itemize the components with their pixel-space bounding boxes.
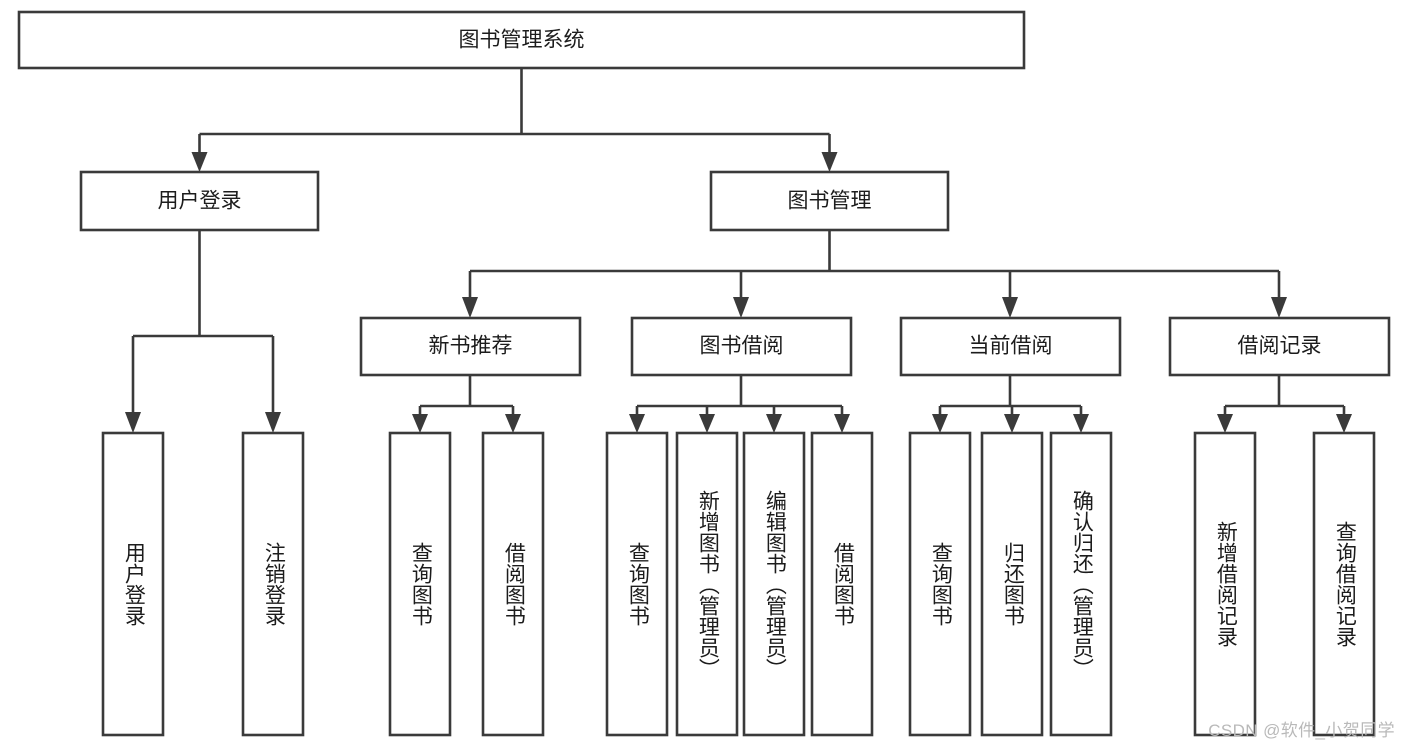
arrow-head-icon: [1336, 414, 1352, 433]
arrow-head-icon: [834, 414, 850, 433]
connector-group-book-borrow: [629, 375, 850, 433]
connector-group-book-manage: [462, 230, 1287, 318]
connector-group-current-borrow: [932, 375, 1089, 433]
node-box-current-borrow[interactable]: [899, 316, 1122, 377]
arrow-head-icon: [766, 414, 782, 433]
arrow-head-icon: [629, 414, 645, 433]
node-new-book-rec[interactable]: 新书推荐: [359, 316, 582, 377]
arrow-head-icon: [1002, 297, 1018, 318]
arrow-head-icon: [412, 414, 428, 433]
node-current-borrow[interactable]: 当前借阅: [899, 316, 1122, 377]
arrow-head-icon: [462, 297, 478, 318]
node-box-leaf[interactable]: [388, 431, 452, 737]
node-user-login[interactable]: 用户登录: [79, 170, 320, 232]
node-box-leaf[interactable]: [810, 431, 874, 737]
node-box-borrow-record[interactable]: [1168, 316, 1391, 377]
node-box-leaf[interactable]: [605, 431, 669, 737]
node-label-root: 图书管理系统: [459, 29, 585, 52]
node-box-leaf[interactable]: [908, 431, 972, 737]
arrow-head-icon: [125, 412, 141, 433]
node-root[interactable]: 图书管理系统: [17, 10, 1026, 70]
node-box-leaf[interactable]: [1193, 431, 1257, 737]
arrow-head-icon: [265, 412, 281, 433]
node-box-leaf[interactable]: [481, 431, 545, 737]
node-box-root[interactable]: [17, 10, 1026, 70]
node-box-leaf[interactable]: [1312, 431, 1376, 737]
node-box-leaf[interactable]: [980, 431, 1044, 737]
watermark-text: CSDN @软件_小贺同学: [1208, 721, 1395, 740]
connector-group-user-login: [125, 230, 281, 433]
arrow-head-icon: [1271, 297, 1287, 318]
node-label-current-borrow: 当前借阅: [969, 335, 1053, 358]
node-box-book-borrow[interactable]: [630, 316, 853, 377]
connector-group-borrow-record: [1217, 375, 1352, 433]
node-box-book-manage[interactable]: [709, 170, 950, 232]
node-book-borrow[interactable]: 图书借阅: [630, 316, 853, 377]
node-box-user-login[interactable]: [79, 170, 320, 232]
arrow-head-icon: [1217, 414, 1233, 433]
node-label-book-borrow: 图书借阅: [700, 335, 784, 358]
node-box-leaf[interactable]: [101, 431, 165, 737]
arrow-head-icon: [505, 414, 521, 433]
node-book-manage[interactable]: 图书管理: [709, 170, 950, 232]
connector-group-root: [191, 68, 838, 172]
node-box-leaf[interactable]: [1049, 431, 1113, 737]
arrow-head-icon: [821, 152, 838, 172]
arrow-head-icon: [733, 297, 749, 318]
node-label-book-manage: 图书管理: [788, 190, 872, 213]
node-borrow-record[interactable]: 借阅记录: [1168, 316, 1391, 377]
connector-group-new-book-rec: [412, 375, 521, 433]
leaf-box-group: [101, 431, 1376, 737]
arrow-head-icon: [699, 414, 715, 433]
node-label-borrow-record: 借阅记录: [1238, 335, 1322, 358]
arrow-head-icon: [191, 152, 208, 172]
node-label-user-login: 用户登录: [158, 190, 242, 213]
node-label-new-book-rec: 新书推荐: [429, 335, 513, 358]
node-box-leaf[interactable]: [742, 431, 806, 737]
node-box-leaf[interactable]: [241, 431, 305, 737]
arrow-head-icon: [1004, 414, 1020, 433]
arrow-head-icon: [1073, 414, 1089, 433]
node-box-new-book-rec[interactable]: [359, 316, 582, 377]
arrow-head-icon: [932, 414, 948, 433]
node-box-leaf[interactable]: [675, 431, 739, 737]
